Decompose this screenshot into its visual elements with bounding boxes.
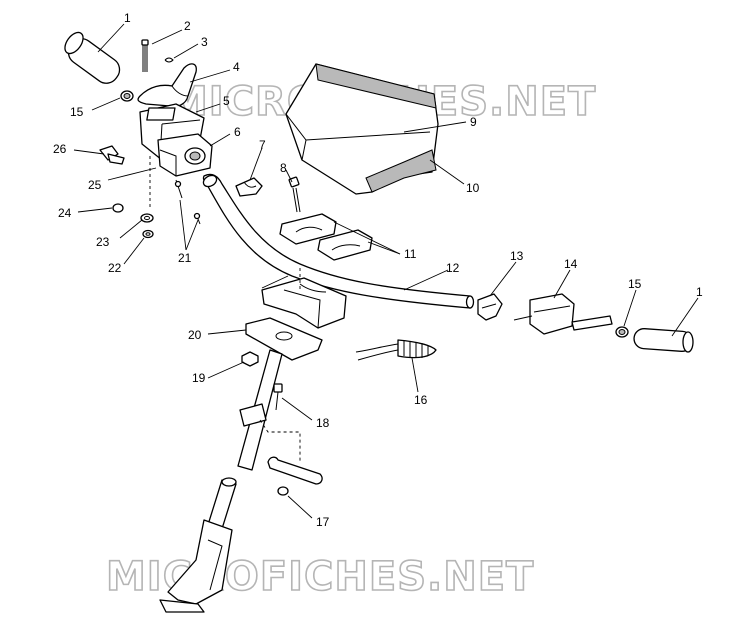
right-end-plug[interactable] [615, 326, 629, 338]
lever-clip[interactable] [164, 57, 174, 63]
lever-bolt[interactable] [141, 39, 149, 72]
steering-post[interactable] [159, 349, 283, 613]
washer-23[interactable] [140, 213, 154, 223]
callout-9: 9 [470, 115, 477, 129]
washer-22[interactable] [142, 229, 154, 239]
assembly-line-base [261, 275, 289, 289]
callout-5: 5 [223, 94, 230, 108]
handlebar-pod-cover[interactable] [285, 63, 439, 195]
callout-6: 6 [234, 125, 241, 139]
nut-24[interactable] [112, 203, 124, 213]
pod-pad[interactable] [365, 149, 437, 193]
callout-26: 26 [53, 142, 67, 156]
callout-17: 17 [316, 515, 330, 529]
callout-15-left: 15 [70, 105, 84, 119]
callout-1-left: 1 [124, 11, 131, 25]
callout-25: 25 [88, 178, 102, 192]
brake-lever-bracket[interactable] [477, 293, 503, 321]
post-bolt[interactable] [273, 383, 283, 411]
throttle-lever[interactable] [137, 63, 197, 108]
leader-lines [73, 23, 699, 519]
callout-15-right: 15 [628, 277, 642, 291]
left-end-plug[interactable] [120, 90, 134, 102]
post-sleeve[interactable] [267, 456, 323, 485]
heater-coil-wire[interactable] [355, 339, 437, 361]
callout-8: 8 [280, 161, 287, 175]
callout-12: 12 [446, 261, 460, 275]
handlebar-clamp-half[interactable] [235, 177, 263, 197]
left-grip[interactable] [61, 29, 124, 88]
assembly-line-sleeve [259, 419, 301, 462]
handlebar-tube[interactable] [201, 173, 475, 309]
callout-23: 23 [96, 235, 110, 249]
callout-10: 10 [466, 181, 480, 195]
callout-7: 7 [259, 138, 266, 152]
callout-19: 19 [192, 371, 206, 385]
callout-21: 21 [178, 251, 192, 265]
callout-16: 16 [414, 393, 428, 407]
steering-plate[interactable] [245, 317, 323, 361]
callout-22: 22 [108, 261, 122, 275]
callout-18: 18 [316, 416, 330, 430]
fastener-screws[interactable] [174, 179, 201, 225]
cable-connector[interactable] [99, 145, 125, 165]
right-switch-housing[interactable] [513, 293, 613, 335]
callout-20: 20 [188, 328, 202, 342]
callout-24: 24 [58, 206, 72, 220]
callout-1-right: 1 [696, 285, 703, 299]
plate-nut[interactable] [241, 351, 259, 367]
callout-4: 4 [233, 60, 240, 74]
sleeve-nut[interactable] [277, 486, 289, 496]
callout-11: 11 [404, 247, 417, 261]
callout-labels: 1 2 3 4 15 5 6 7 26 25 8 9 10 24 23 22 2… [53, 11, 703, 529]
callout-3: 3 [201, 35, 208, 49]
upper-clamp-left[interactable] [279, 213, 337, 245]
right-grip[interactable] [633, 328, 694, 353]
callout-2: 2 [184, 19, 191, 33]
upper-clamp-right[interactable] [317, 229, 373, 261]
lower-clamp-block[interactable] [261, 277, 347, 329]
callout-14: 14 [564, 257, 578, 271]
switch-housing[interactable] [157, 133, 213, 177]
callout-13: 13 [510, 249, 524, 263]
clamp-bolt[interactable] [288, 176, 301, 213]
